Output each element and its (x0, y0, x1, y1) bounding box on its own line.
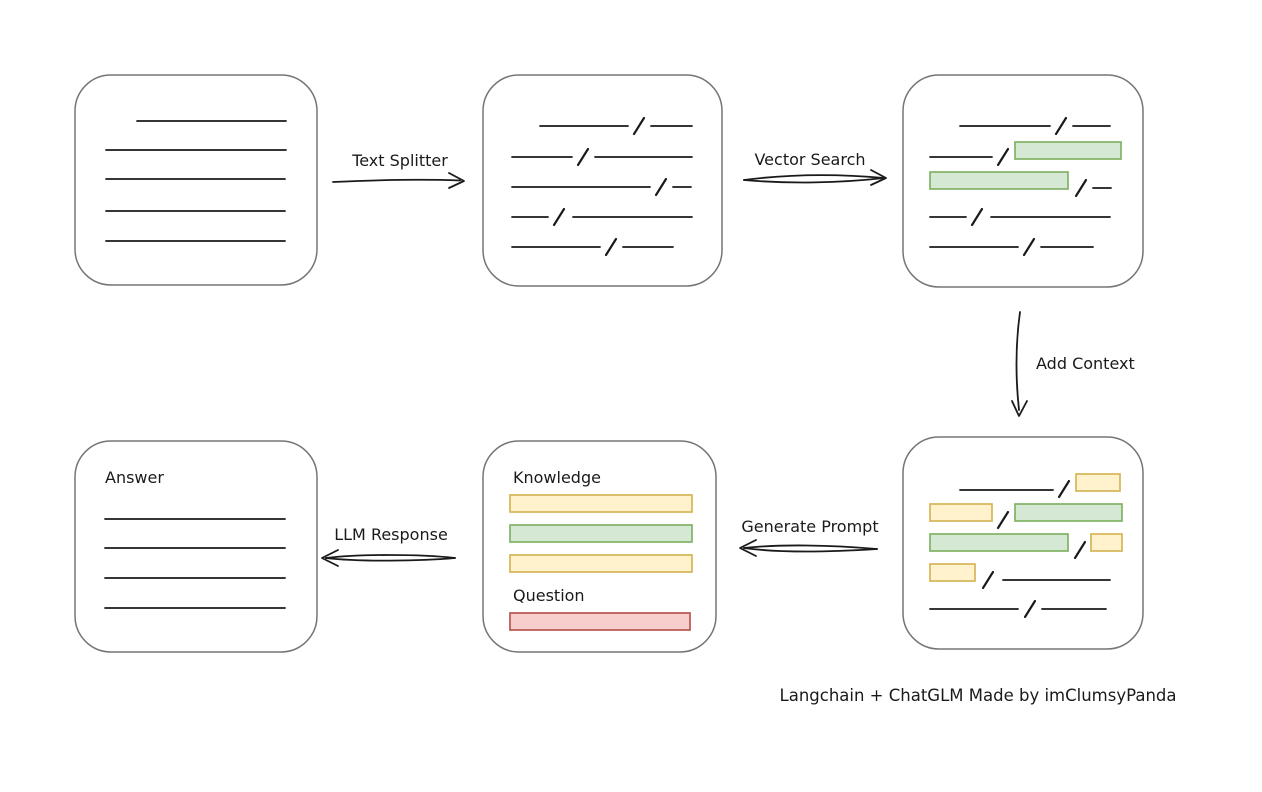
highlight-chip-yellow (929, 563, 976, 582)
highlight-chip-green (929, 171, 1069, 190)
node-answer: Answer (74, 440, 318, 653)
highlight-chip-yellow (929, 503, 993, 522)
diagram-caption: Langchain + ChatGLM Made by imClumsyPand… (780, 686, 1177, 705)
slash-mark (996, 510, 1010, 530)
highlight-chip-green (929, 533, 1069, 552)
arrow-line (325, 554, 456, 559)
slash-mark (552, 207, 566, 227)
arrowhead-right-icon (448, 172, 465, 189)
arrow-line (1015, 311, 1021, 411)
edge-label-llm-response: LLM Response (334, 525, 448, 544)
arrow-line (743, 544, 878, 550)
knowledge-label: Knowledge (513, 468, 601, 487)
arrowhead-right-icon (870, 169, 887, 186)
slash-mark (1074, 178, 1088, 198)
slash-mark (981, 570, 995, 590)
slash-mark (1023, 599, 1037, 619)
arrow-line (325, 557, 456, 562)
arrow-line (743, 547, 878, 553)
node-box (482, 440, 717, 653)
node-box (482, 74, 723, 287)
arrowhead-left-icon (321, 549, 339, 567)
arrowhead-down-icon (1011, 400, 1028, 417)
highlight-chip-yellow (1075, 473, 1121, 492)
arrow-line (743, 177, 885, 184)
slash-mark (970, 207, 984, 227)
highlight-chip-green (1014, 503, 1123, 522)
node-prompt: Knowledge Question (482, 440, 717, 653)
node-matched-document (902, 74, 1144, 288)
node-split-document (482, 74, 723, 287)
answer-label: Answer (105, 468, 164, 487)
node-context-document (902, 436, 1144, 650)
edge-vector-search: Vector Search (743, 150, 887, 186)
arrow-line (743, 174, 885, 181)
slash-mark (632, 116, 646, 136)
node-box (74, 74, 318, 286)
arrowhead-left-icon (739, 539, 757, 557)
edge-label-generate-prompt: Generate Prompt (741, 517, 878, 536)
question-chip-red (509, 612, 691, 631)
highlight-chip-yellow (1090, 533, 1123, 552)
node-source-document (74, 74, 318, 286)
edge-label-text-splitter: Text Splitter (351, 151, 448, 170)
knowledge-chip-green (509, 524, 693, 543)
knowledge-chip-yellow (509, 554, 693, 573)
edge-llm-response: LLM Response (321, 525, 456, 567)
arrow-line (332, 178, 461, 183)
edge-label-add-context: Add Context (1036, 354, 1135, 373)
question-label: Question (513, 586, 585, 605)
slash-mark (1022, 237, 1036, 257)
slash-mark (654, 177, 668, 197)
highlight-chip-green (1014, 141, 1122, 160)
edge-text-splitter: Text Splitter (332, 151, 465, 189)
knowledge-chip-yellow (509, 494, 693, 513)
edge-label-vector-search: Vector Search (754, 150, 865, 169)
slash-mark (996, 147, 1010, 167)
slash-mark (1057, 479, 1071, 499)
slash-mark (1054, 116, 1068, 136)
edge-generate-prompt: Generate Prompt (739, 517, 879, 557)
slash-mark (604, 237, 618, 257)
node-box (74, 440, 318, 653)
slash-mark (1073, 540, 1087, 560)
slash-mark (576, 147, 590, 167)
edge-add-context: Add Context (1011, 311, 1135, 417)
